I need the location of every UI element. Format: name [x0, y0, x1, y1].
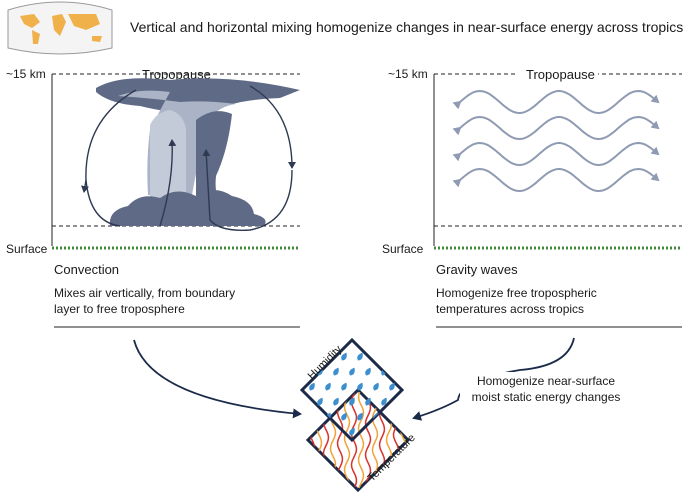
- droplet-icon: [357, 382, 363, 391]
- convection-desc-line2: layer to free troposphere: [54, 302, 185, 316]
- droplet-icon: [341, 352, 347, 361]
- convective-cloud: [96, 78, 300, 226]
- gravity-wave-1: [452, 89, 660, 115]
- droplet-icon: [333, 367, 339, 376]
- left-downdraft-arrow: [85, 89, 137, 227]
- droplet-icon: [365, 367, 371, 376]
- left-to-center-arrow: [133, 339, 302, 419]
- gravity-waves: [452, 89, 660, 193]
- gravity-wave-3: [452, 141, 660, 167]
- right-top-altitude-label: ~15 km: [388, 67, 428, 81]
- gravity-waves-heading: Gravity waves: [436, 262, 518, 277]
- droplet-icon: [381, 397, 387, 406]
- convection-panel: ~15 km Tropopause Surface Convection Mix…: [6, 67, 300, 328]
- gravity-wave-4: [452, 167, 660, 193]
- right-downdraft-arrow: [249, 85, 296, 169]
- droplet-icon: [397, 397, 402, 406]
- droplet-icon: [349, 397, 355, 406]
- temperature-squiggle: [364, 391, 372, 489]
- droplet-icon: [341, 382, 347, 391]
- annotation-line1: Homogenize near-surface: [477, 374, 615, 388]
- convection-desc-line1: Mixes air vertically, from boundary: [54, 286, 235, 300]
- right-tropopause-label: Tropopause: [526, 67, 595, 82]
- left-down-arrowhead: [81, 179, 89, 193]
- gravity-waves-desc-line1: Homogenize free tropospheric: [436, 286, 597, 300]
- gravity-waves-panel: ~15 km Tropopause Surface Gravity waves …: [382, 66, 682, 328]
- droplet-icon: [357, 352, 363, 361]
- droplet-icon: [389, 352, 395, 361]
- gravity-wave-2: [452, 115, 660, 141]
- left-updraft-arrow: [159, 139, 177, 227]
- droplet-icon: [325, 382, 331, 391]
- droplet-icon: [309, 412, 315, 421]
- droplet-icon: [349, 427, 355, 436]
- right-surface-label: Surface: [382, 242, 424, 256]
- temperature-squiggle: [343, 391, 351, 489]
- gravity-waves-desc-line2: temperatures across tropics: [436, 302, 584, 316]
- right-updraft-arrow: [202, 149, 293, 231]
- left-tropopause-label: Tropopause: [142, 67, 211, 82]
- convection-heading: Convection: [54, 262, 119, 277]
- humidity-label: Humidity: [306, 343, 345, 382]
- annotation-line2: moist static energy changes: [472, 390, 621, 404]
- world-map-icon: [7, 1, 113, 55]
- droplet-icon: [309, 382, 315, 391]
- left-surface-label: Surface: [6, 242, 48, 256]
- droplet-icon: [333, 397, 339, 406]
- droplet-icon: [365, 397, 371, 406]
- droplet-icon: [309, 352, 315, 361]
- droplet-icon: [373, 382, 379, 391]
- temperature-squiggle: [357, 391, 365, 489]
- droplet-icon: [389, 382, 395, 391]
- temperature-diamond: Temperature: [305, 387, 418, 493]
- droplet-icon: [341, 412, 347, 421]
- left-top-altitude-label: ~15 km: [6, 67, 46, 81]
- droplet-icon: [317, 397, 323, 406]
- droplet-icon: [357, 412, 363, 421]
- droplet-icon: [349, 367, 355, 376]
- droplet-icon: [397, 367, 402, 376]
- diagram-title: Vertical and horizontal mixing homogeniz…: [130, 19, 683, 35]
